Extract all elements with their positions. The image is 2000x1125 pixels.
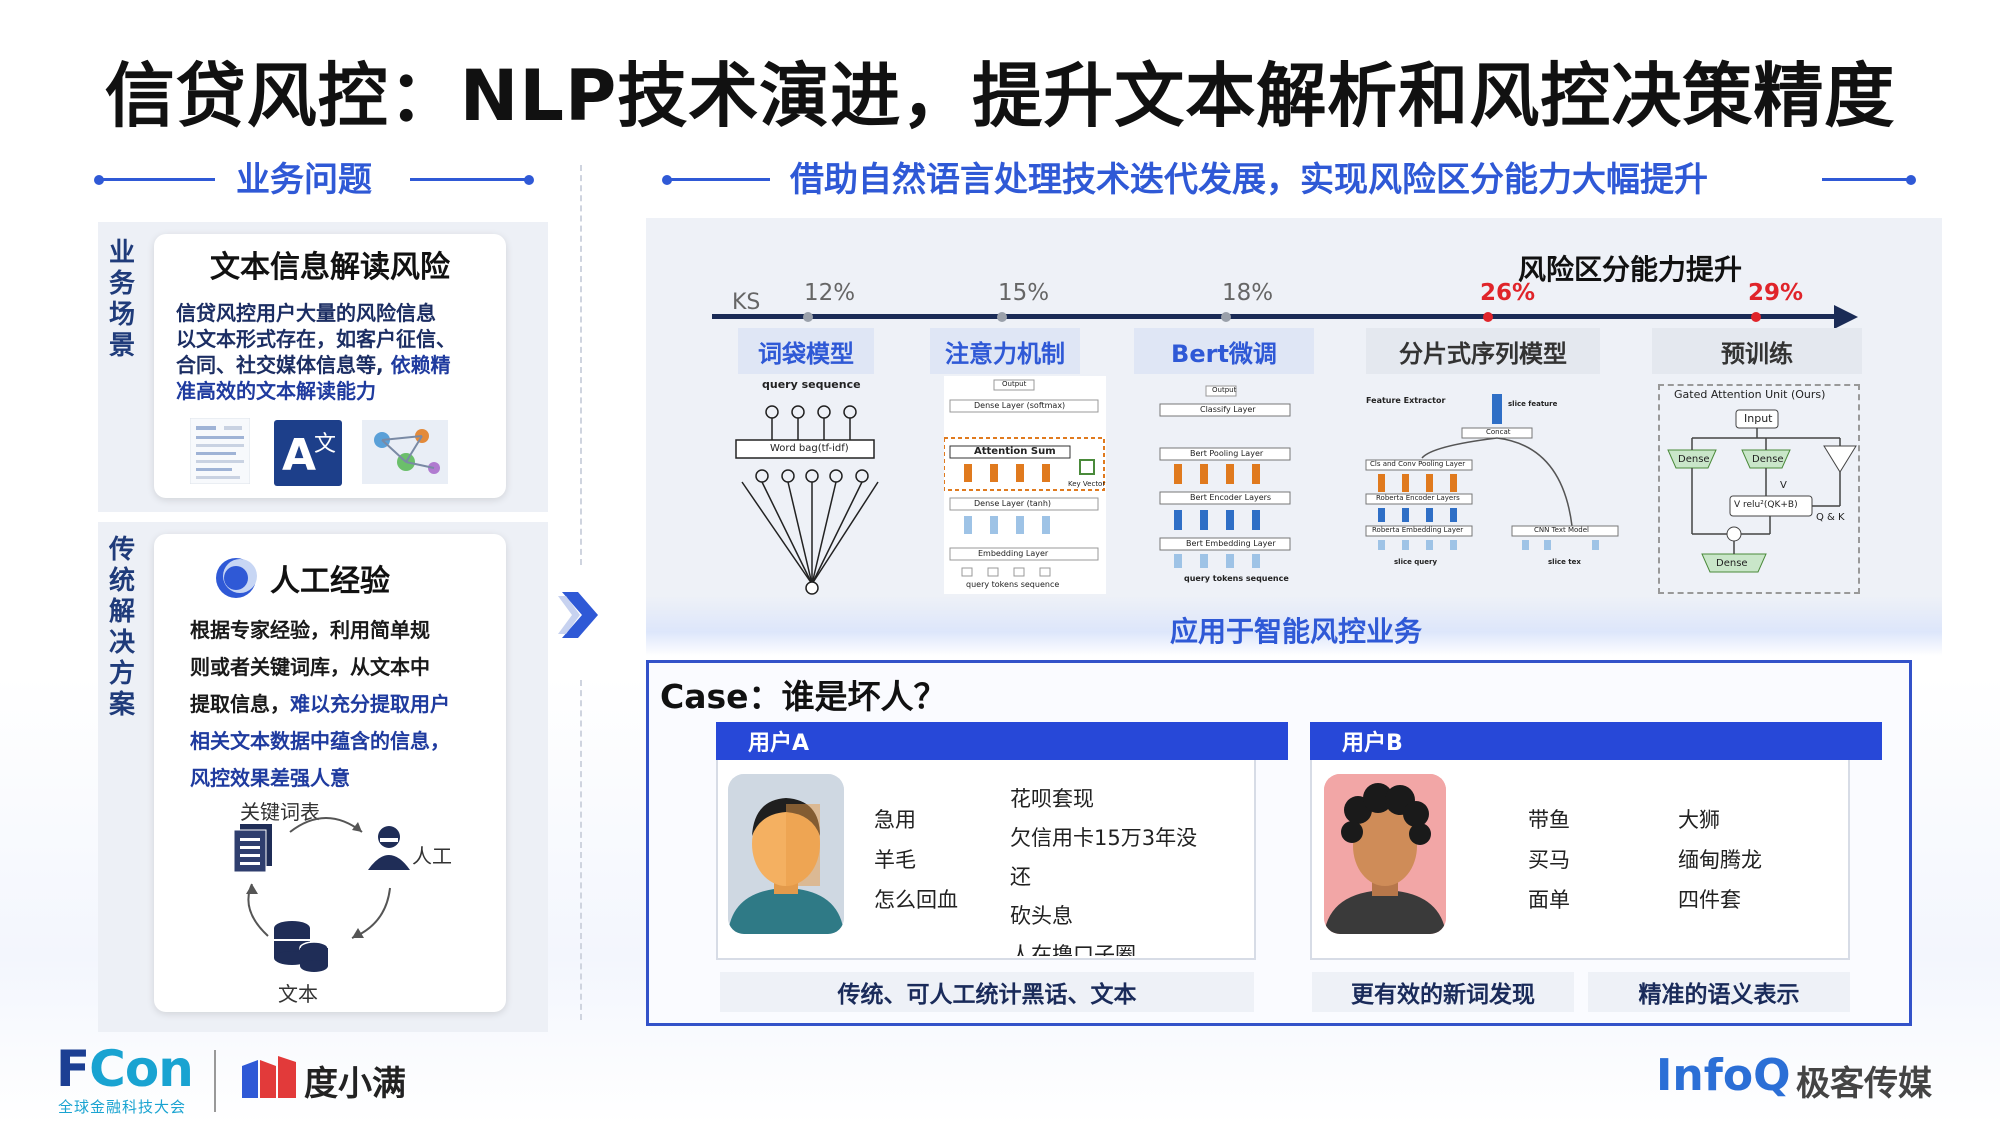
term-item: 羊毛 <box>874 848 916 872</box>
left-section-title: 业务问题 <box>236 160 372 200</box>
header-line <box>1822 178 1912 181</box>
user-b-avatar <box>1324 774 1446 934</box>
header-dot-right <box>1906 175 1916 185</box>
stage-chip: 注意力机制 <box>930 328 1080 374</box>
header-dot-left <box>94 175 104 185</box>
applied-label: 应用于智能风控业务 <box>1170 615 1423 648</box>
term-item: 大狮 <box>1678 808 1720 832</box>
user-b-terms-2: 大狮缅甸腾龙四件套 <box>1678 800 1762 920</box>
network-thumbnail-icon <box>362 420 448 484</box>
term-item: 欠信用卡15万3年没 <box>1010 826 1198 850</box>
stage-chip: 词袋模型 <box>738 328 874 374</box>
header-line <box>100 178 215 181</box>
user-a-avatar <box>728 774 844 934</box>
user-b-header: 用户B <box>1310 722 1882 760</box>
chevron-right-icon <box>558 592 598 638</box>
term-item: 带鱼 <box>1528 808 1570 832</box>
right-section-title: 借助自然语言处理技术迭代发展，实现风险区分能力大幅提升 <box>790 160 1708 200</box>
user-a-header: 用户A <box>716 722 1288 760</box>
improve-label: 风险区分能力提升 <box>1518 253 1743 286</box>
experience-card-text: 根据专家经验，利用简单规 则或者关键词库，从文本中 提取信息，难以充分提取用户 … <box>190 618 450 790</box>
term-item: 缅甸腾龙 <box>1678 848 1762 872</box>
risk-card: 文本信息解读风险 信贷风控用户大量的风险信息 以文本形式存在，如客户征信、 合同… <box>154 234 506 498</box>
timeline-pct: 12% <box>804 280 856 306</box>
header-dot-right <box>524 175 534 185</box>
timeline-point <box>997 312 1007 322</box>
infoq-logo: InfoQ <box>1656 1050 1791 1101</box>
ks-label: KS <box>732 290 761 315</box>
bert-diagram: Output Classify Layer Bert Pooling Layer… <box>1156 382 1296 594</box>
timeline-pct: 15% <box>998 280 1050 306</box>
term-item: 砍头息 <box>1010 904 1073 928</box>
gau-diagram: Gated Attention Unit (Ours) Input Dense … <box>1658 384 1860 594</box>
cycle-keywords-label: 关键词表 <box>240 800 320 824</box>
user-a-terms-1: 急用羊毛怎么回血 <box>874 800 958 920</box>
slice-diagram: Feature Extractor slice feature Concat C… <box>1362 386 1624 582</box>
divider <box>580 165 582 565</box>
user-b-terms-1: 带鱼买马面单 <box>1528 800 1570 920</box>
cycle-arrow-icon <box>289 817 363 833</box>
duxiaoman-logo-icon <box>242 1056 296 1098</box>
user-avatar-icon <box>728 774 844 934</box>
traditional-label: 传统解决方案 <box>108 535 135 720</box>
stage-chip: 预训练 <box>1652 328 1862 374</box>
person-icon <box>368 826 410 870</box>
cycle-arrow-icon <box>351 887 391 939</box>
fcon-subtitle: 全球金融科技大会 <box>58 1098 187 1116</box>
document-thumbnail-icon <box>190 418 250 484</box>
translate-icon: A 文 <box>274 420 342 486</box>
keyword-list-icon <box>234 824 272 872</box>
header-line <box>668 178 770 181</box>
term-item: 还 <box>1010 865 1031 889</box>
scene-label: 业务场景 <box>108 238 135 361</box>
logo-divider <box>214 1050 216 1112</box>
risk-card-text: 信贷风控用户大量的风险信息 以文本形式存在，如客户征信、 合同、社交媒体信息等,… <box>176 301 456 403</box>
timeline-point <box>1483 312 1493 322</box>
experience-icon <box>216 558 257 598</box>
user-a-footer: 传统、可人工统计黑话、文本 <box>720 972 1254 1012</box>
stage-chip: Bert微调 <box>1134 328 1314 374</box>
divider <box>580 680 582 1020</box>
header-line <box>410 178 530 181</box>
timeline-point <box>803 312 813 322</box>
experience-card: 人工经验 根据专家经验，利用简单规 则或者关键词库，从文本中 提取信息，难以充分… <box>154 534 506 1012</box>
timeline-axis <box>712 314 1842 319</box>
term-item: 花呗套现 <box>1010 787 1094 811</box>
term-item: 面单 <box>1528 888 1570 912</box>
database-icon <box>274 921 329 972</box>
timeline-pct: 29% <box>1748 280 1804 306</box>
case-title: Case：谁是坏人？ <box>660 677 947 716</box>
user-b-footer-2: 精准的语义表示 <box>1588 972 1850 1012</box>
infoq-cn-logo: 极客传媒 <box>1796 1064 1932 1104</box>
experience-card-title: 人工经验 <box>270 564 390 599</box>
cycle-text-label: 文本 <box>278 982 318 1006</box>
bow-diagram: query sequence Word bag(tf-idf) <box>724 378 886 600</box>
user-avatar-icon <box>1324 774 1446 934</box>
header-dot-left <box>662 175 672 185</box>
term-item: 急用 <box>874 808 916 832</box>
cycle-manual-label: 人工 <box>412 844 452 868</box>
timeline-pct: 18% <box>1222 280 1274 306</box>
applied-banner <box>646 596 1942 656</box>
timeline-point <box>1751 312 1761 322</box>
attention-diagram: Output Dense Layer (softmax) Attention S… <box>944 376 1106 594</box>
timeline-arrow-icon <box>1834 305 1858 329</box>
user-a-terms-2: 花呗套现欠信用卡15万3年没还砍头息人在撸口子圈 <box>1010 780 1197 956</box>
term-item: 人在撸口子圈 <box>1010 943 1136 956</box>
timeline-point <box>1221 312 1231 322</box>
timeline-pct: 26% <box>1480 280 1536 306</box>
duxiaoman-logo: 度小满 <box>304 1064 406 1104</box>
term-item: 四件套 <box>1678 888 1741 912</box>
risk-card-title: 文本信息解读风险 <box>210 250 450 285</box>
term-item: 买马 <box>1528 848 1570 872</box>
stage-chip: 分片式序列模型 <box>1366 328 1600 374</box>
cycle-arrow-icon <box>246 883 269 937</box>
fcon-logo: FCon <box>56 1040 194 1098</box>
page-title: 信贷风控：NLP技术演进，提升文本解析和风控决策精度 <box>104 55 1896 137</box>
user-b-footer-1: 更有效的新词发现 <box>1312 972 1574 1012</box>
term-item: 怎么回血 <box>874 888 958 912</box>
